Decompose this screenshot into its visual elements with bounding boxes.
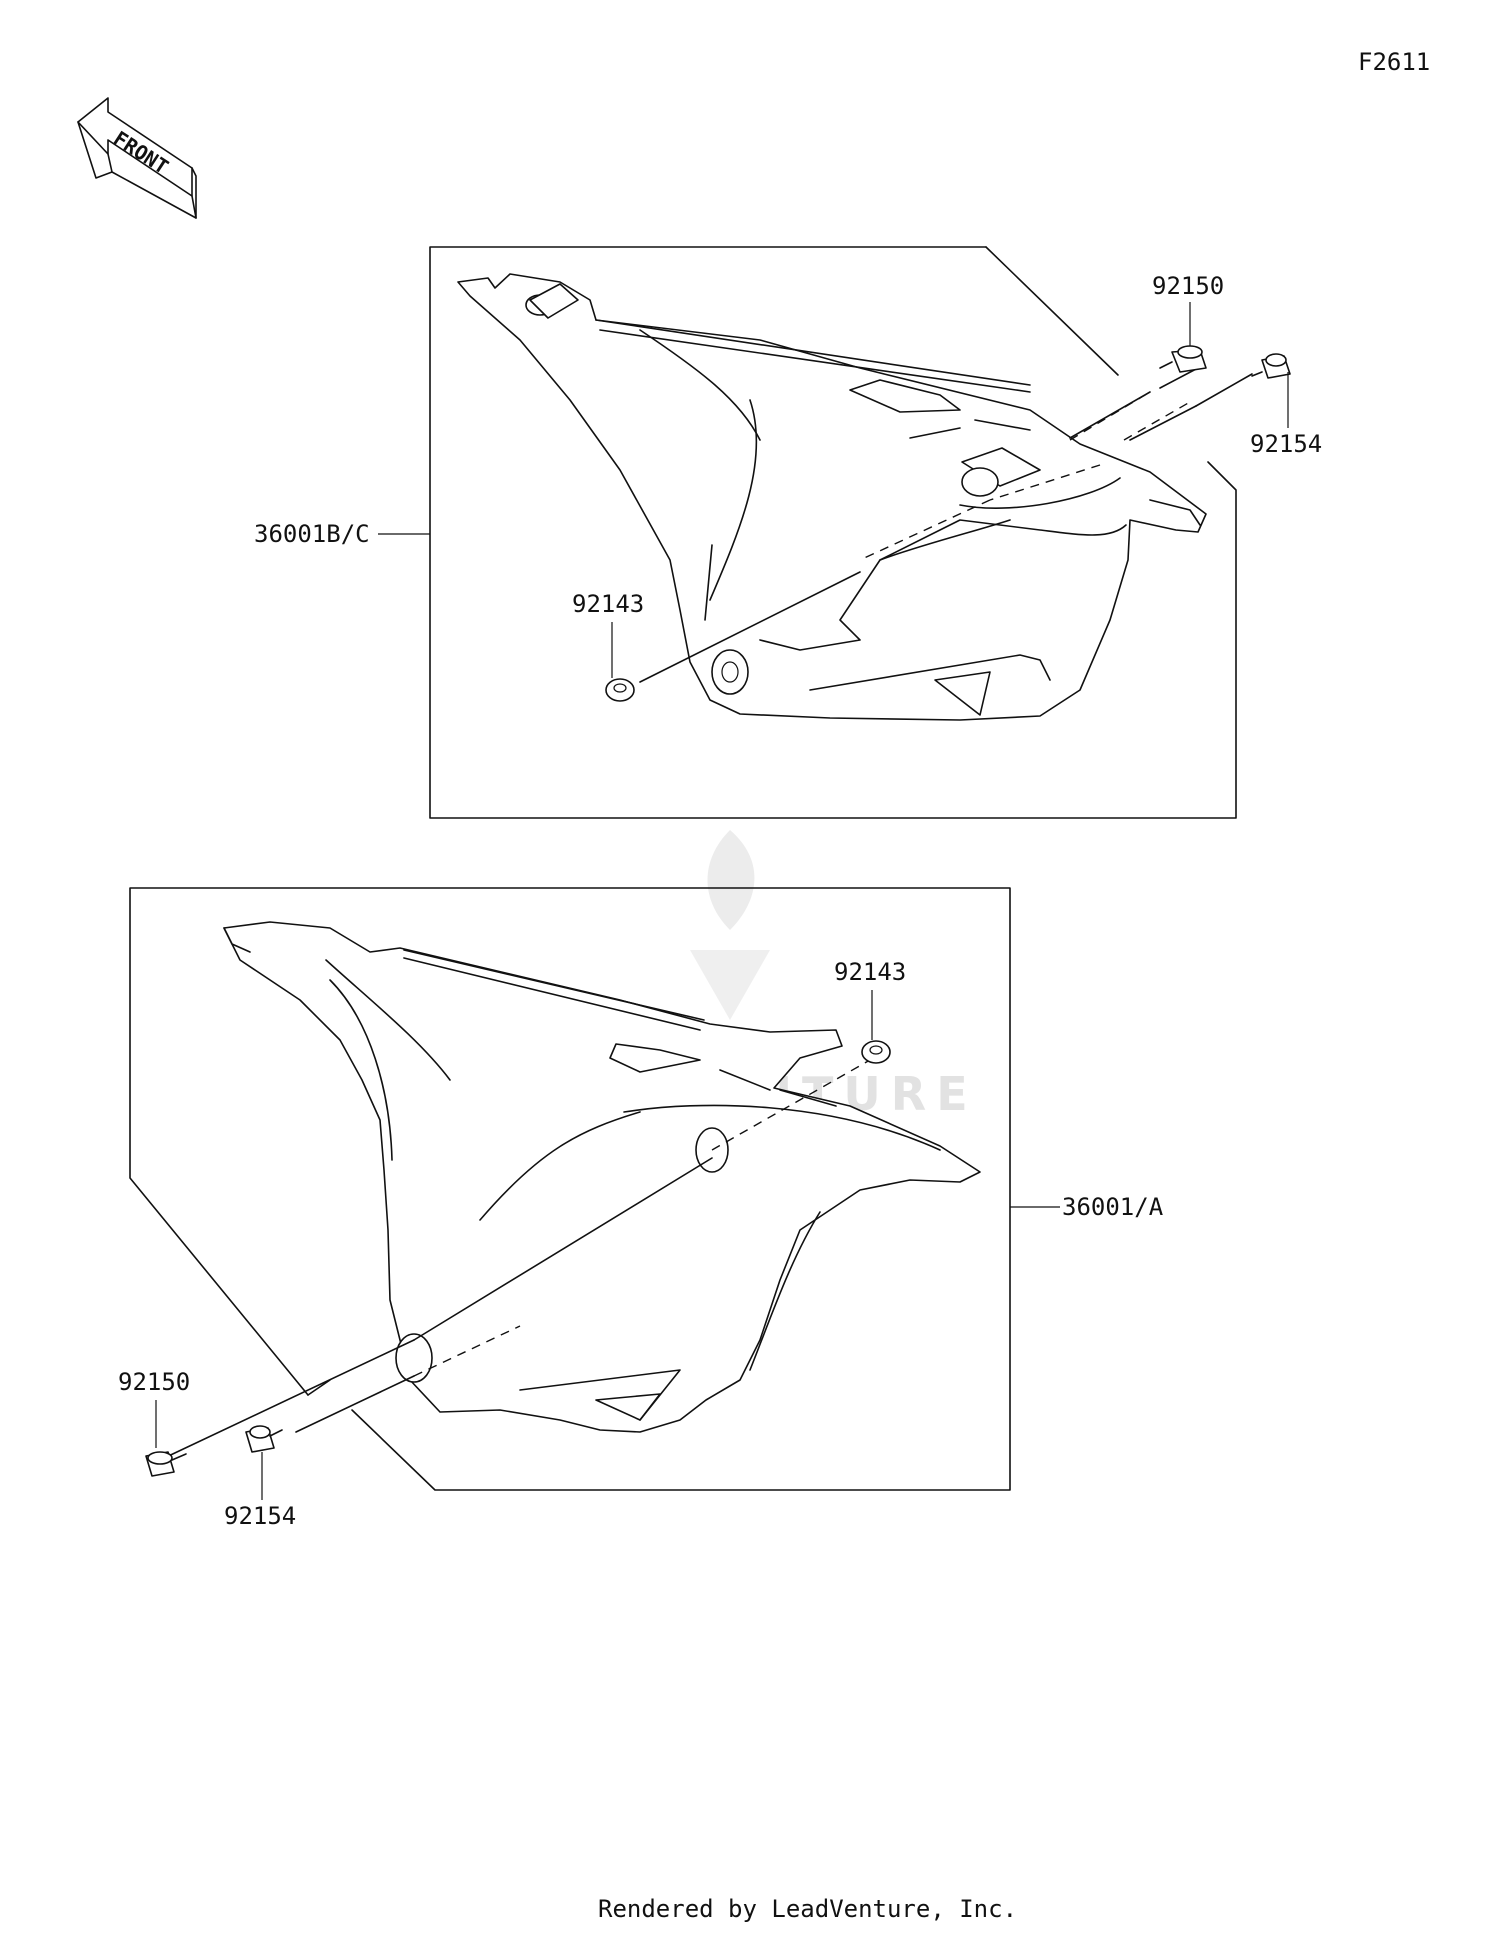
- upper-bolt-92154-icon: [1251, 353, 1291, 379]
- upper-side-cover-panel: [457, 273, 1207, 721]
- upper-callout-92143: 92143: [572, 590, 644, 618]
- lower-assembly-frame: [129, 887, 1011, 1491]
- lower-callout-92150: 92150: [118, 1368, 190, 1396]
- upper-callout-92150: 92150: [1152, 272, 1224, 300]
- leadventure-flame-logo-icon: [690, 830, 770, 1020]
- upper-grommet-92143-icon: [605, 678, 635, 702]
- lower-grommet-92143-icon: [861, 1040, 891, 1064]
- upper-screw-92150-icon: [1159, 345, 1207, 373]
- lower-side-cover-panel: [223, 921, 981, 1433]
- figure-code: F2611: [1358, 48, 1430, 76]
- lower-part-number: 36001/A: [1062, 1193, 1164, 1221]
- upper-part-number: 36001B/C: [254, 520, 370, 548]
- lower-bolt-92154-icon: [245, 1425, 283, 1453]
- lower-callout-92143: 92143: [834, 958, 906, 986]
- upper-assembly-frame: [429, 246, 1237, 819]
- lower-screw-92150-icon: [145, 1451, 187, 1477]
- upper-assembly: 92150 92154 92143 36001B/C: [254, 246, 1322, 819]
- upper-frame-leader: [985, 246, 1119, 376]
- lower-assembly: 92143 92150 92154 36001/A: [118, 887, 1164, 1530]
- lower-callout-92154: 92154: [224, 1502, 296, 1530]
- upper-callout-92154: 92154: [1250, 430, 1322, 458]
- front-direction-arrow-icon: FRONT: [77, 97, 197, 219]
- footer-credit: Rendered by LeadVenture, Inc.: [598, 1895, 1017, 1923]
